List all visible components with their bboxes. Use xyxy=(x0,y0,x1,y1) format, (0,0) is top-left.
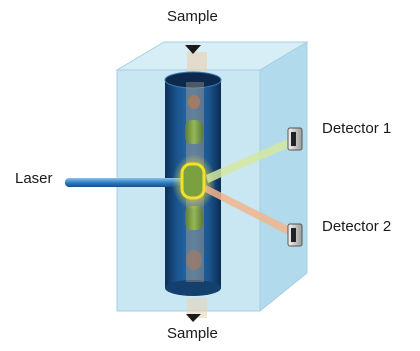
sample-stream xyxy=(187,52,207,318)
illuminated-cell xyxy=(172,154,216,210)
detector-2-label: Detector 2 xyxy=(322,218,392,235)
laser-label: Laser xyxy=(15,170,53,187)
sample-outflow-arrow xyxy=(186,314,201,322)
cell xyxy=(186,250,202,270)
laser-beam xyxy=(65,178,185,187)
light-ray-to-detector-2 xyxy=(205,185,292,236)
detector-1-icon xyxy=(287,127,303,151)
sample-outlet-label: Sample xyxy=(167,325,218,342)
cells xyxy=(185,95,203,270)
sample-inlet-label: Sample xyxy=(167,8,218,25)
cell xyxy=(185,120,203,144)
cell xyxy=(185,206,203,230)
detector-1-label: Detector 1 xyxy=(322,120,392,137)
sample-inflow-arrow xyxy=(185,45,201,54)
light-ray-to-detector-1 xyxy=(206,138,292,183)
detector-2-icon xyxy=(287,223,303,247)
cell xyxy=(188,95,200,109)
